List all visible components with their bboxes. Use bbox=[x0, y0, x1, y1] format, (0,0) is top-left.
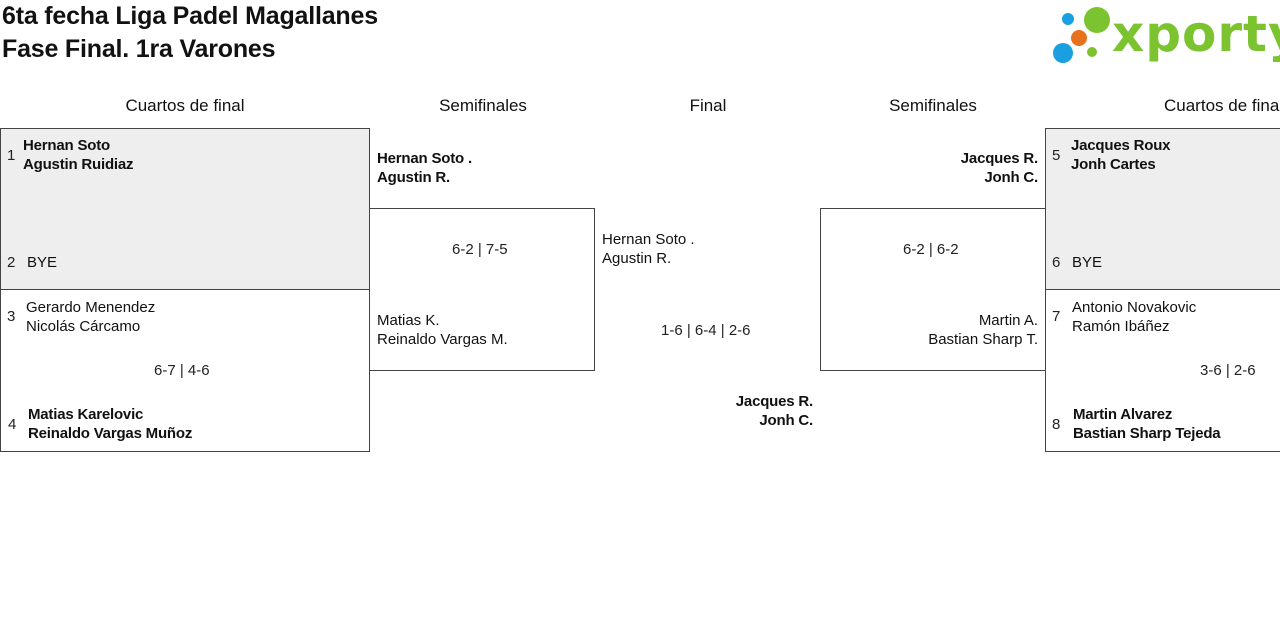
match-score: 6-2 | 7-5 bbox=[452, 241, 508, 258]
player-name: Jacques Roux bbox=[1071, 137, 1171, 154]
player-name: Gerardo Menendez bbox=[26, 299, 156, 316]
right-quarter-match-2 bbox=[1045, 289, 1280, 452]
player-name: Martin A. bbox=[978, 312, 1038, 329]
seed-number: 8 bbox=[1052, 416, 1061, 433]
match-score: 1-6 | 6-4 | 2-6 bbox=[661, 322, 751, 339]
player-name: Hernan Soto . bbox=[602, 231, 695, 248]
player-name: Jonh C. bbox=[759, 412, 813, 429]
match-score: 6-2 | 6-2 bbox=[903, 241, 959, 258]
right-quarter-match-1 bbox=[1045, 128, 1280, 290]
bye-label: BYE bbox=[27, 254, 58, 271]
seed-number: 7 bbox=[1052, 308, 1061, 325]
seed-number: 3 bbox=[7, 308, 16, 325]
col-header-right-semis: Semifinales bbox=[889, 96, 977, 115]
player-name: Reinaldo Vargas Muñoz bbox=[28, 425, 193, 442]
player-name: Matias Karelovic bbox=[28, 406, 144, 423]
player-name: Jacques R. bbox=[735, 393, 813, 410]
player-name: Agustin R. bbox=[377, 169, 450, 186]
col-header-right-quarters: Cuartos de final bbox=[1164, 96, 1280, 115]
player-name: Antonio Novakovic bbox=[1072, 299, 1197, 316]
player-name: Hernan Soto bbox=[23, 137, 110, 154]
player-name: Agustin R. bbox=[602, 250, 672, 267]
left-semi-match bbox=[369, 208, 595, 371]
page-title: 6ta fecha Liga Padel Magallanes bbox=[2, 2, 378, 30]
player-name: Bastian Sharp T. bbox=[928, 331, 1038, 348]
seed-number: 1 bbox=[7, 147, 16, 164]
seed-number: 5 bbox=[1052, 147, 1061, 164]
match-score: 6-7 | 4-6 bbox=[154, 362, 210, 379]
player-name: Hernan Soto . bbox=[377, 150, 472, 167]
player-name: Jonh C. bbox=[984, 169, 1038, 186]
player-name: Ramón Ibáñez bbox=[1072, 318, 1170, 335]
player-name: Jacques R. bbox=[960, 150, 1038, 167]
logo-text: xporty bbox=[1112, 5, 1280, 63]
player-name: Agustin Ruidiaz bbox=[23, 156, 134, 173]
colored-dots-icon bbox=[1053, 7, 1110, 63]
bye-label: BYE bbox=[1072, 254, 1103, 271]
page-subtitle: Fase Final. 1ra Varones bbox=[2, 35, 276, 63]
col-header-left-quarters: Cuartos de final bbox=[125, 96, 245, 115]
xporty-logo: xporty bbox=[1050, 4, 1280, 68]
seed-number: 4 bbox=[8, 416, 17, 433]
player-name: Martin Alvarez bbox=[1073, 406, 1173, 423]
left-quarter-match-1 bbox=[0, 128, 370, 290]
col-header-final: Final bbox=[689, 96, 727, 115]
match-score: 3-6 | 2-6 bbox=[1200, 362, 1256, 379]
seed-number: 2 bbox=[7, 254, 16, 271]
player-name: Matias K. bbox=[377, 312, 440, 329]
player-name: Reinaldo Vargas M. bbox=[377, 331, 508, 348]
player-name: Bastian Sharp Tejeda bbox=[1073, 425, 1221, 442]
player-name: Nicolás Cárcamo bbox=[26, 318, 141, 335]
player-name: Jonh Cartes bbox=[1071, 156, 1156, 173]
col-header-left-semis: Semifinales bbox=[439, 96, 527, 115]
seed-number: 6 bbox=[1052, 254, 1061, 271]
